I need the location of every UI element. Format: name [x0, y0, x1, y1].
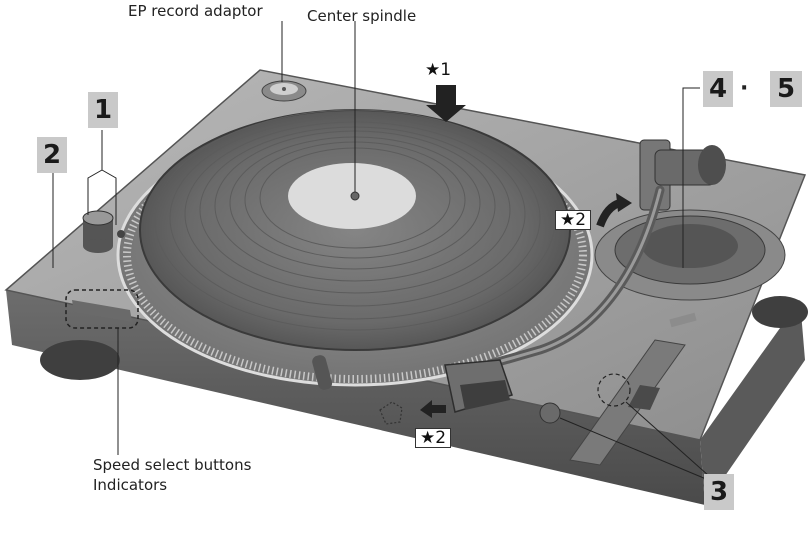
- leader-lines: [52, 21, 719, 485]
- arrow-left-star2: [420, 400, 446, 418]
- speed-select-label: Speed select buttons: [93, 456, 252, 474]
- callout-3: 3: [704, 474, 734, 510]
- note-star1: ★1: [425, 60, 452, 80]
- foot-right: [752, 296, 808, 328]
- chassis-right-face: [700, 300, 805, 505]
- callout-4: 4: [703, 71, 733, 107]
- stylus-position-outline: [379, 401, 403, 425]
- note-star2-arm: ★2: [555, 210, 592, 230]
- ep-adaptor-label: EP record adaptor: [128, 2, 263, 20]
- power-knob: [82, 210, 125, 253]
- center-spindle-label: Center spindle: [307, 7, 417, 25]
- foot-left: [40, 340, 120, 380]
- start-stop-button: [539, 402, 561, 424]
- cartridge: [460, 380, 510, 410]
- arrows: [420, 85, 632, 418]
- center-spindle: [350, 191, 360, 201]
- tonearm: [444, 185, 665, 413]
- ep-adaptor: [261, 80, 307, 102]
- callout-1: 1: [88, 92, 118, 128]
- note-star2-head: ★2: [415, 428, 452, 448]
- cue-lever: [312, 355, 333, 390]
- arrow-down-star1: [426, 85, 466, 122]
- callout-5: 5: [770, 71, 802, 107]
- indicators-label: Indicators: [93, 476, 168, 494]
- speed-select-buttons: [65, 289, 139, 455]
- callout-2: 2: [37, 137, 67, 173]
- callout-separator: ·: [740, 76, 749, 101]
